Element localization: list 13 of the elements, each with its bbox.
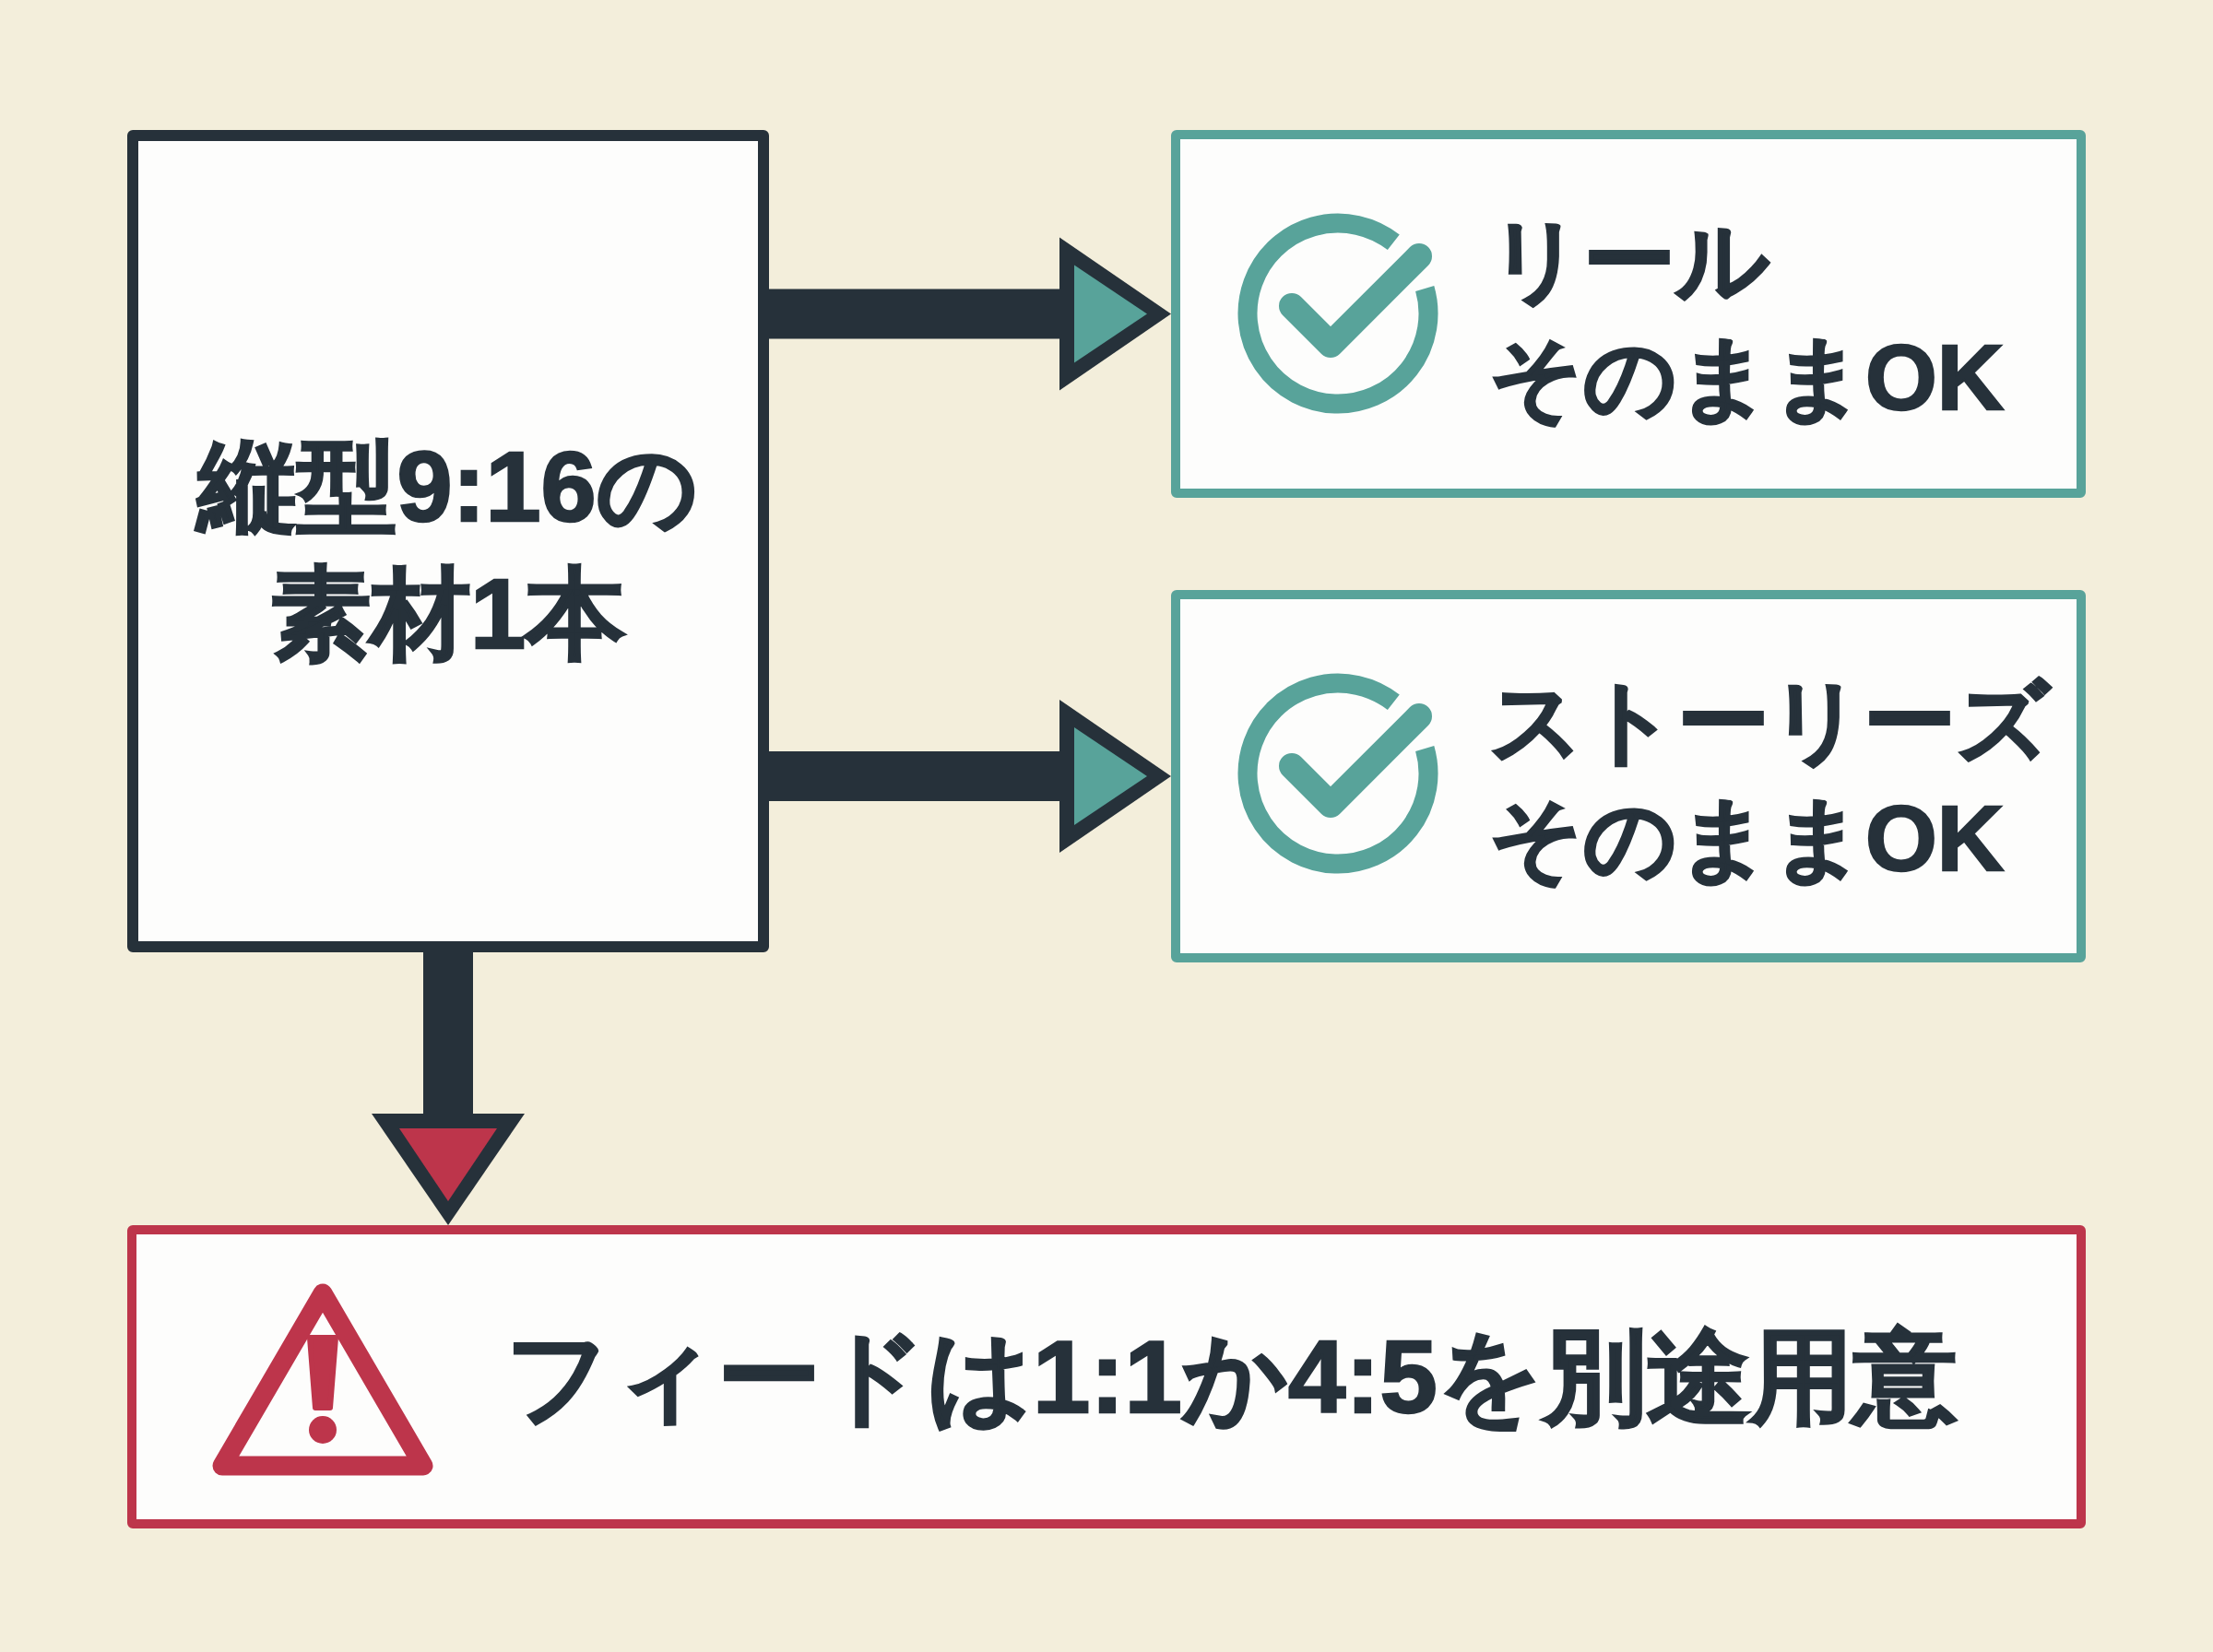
arrow: [769, 237, 1171, 391]
box-label: 縦型9:16の素材1本: [172, 423, 725, 678]
box-title: ストーリーズ: [1489, 668, 2050, 774]
result-box: [1171, 130, 2086, 498]
warning-box: [127, 1225, 2086, 1528]
arrow: [372, 952, 525, 1225]
box-title: リール: [1489, 207, 1770, 313]
warning-text: フィードは1:1か4:5を別途用意: [505, 1317, 1957, 1436]
source-box: [127, 130, 769, 952]
arrow: [769, 700, 1171, 853]
result-box: [1171, 590, 2086, 962]
status-text: そのままOK: [1489, 324, 2004, 431]
status-text: そのままOK: [1489, 785, 2005, 891]
